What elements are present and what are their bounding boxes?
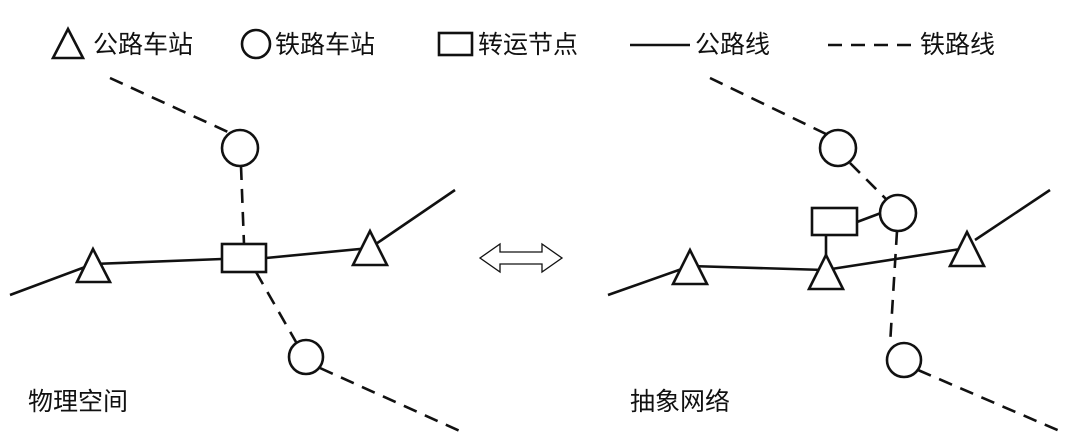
rail-line — [319, 366, 463, 433]
road-station-icon — [947, 229, 987, 268]
rail-station-icon — [220, 128, 260, 168]
road-station-icon — [670, 247, 710, 286]
road-line — [607, 246, 968, 297]
transfer-node-icon — [220, 242, 268, 274]
legend-rail-line-label: 铁路线 — [920, 30, 996, 59]
transfer-node-icon — [810, 206, 859, 237]
rail-line — [239, 165, 246, 245]
rail-line — [917, 368, 1063, 433]
legend-road-line-label: 公路线 — [695, 30, 771, 59]
physical-space-diagram — [9, 76, 463, 433]
legend-triangle-icon — [50, 26, 86, 60]
road-station-icon — [350, 228, 390, 267]
bidirectional-arrow-icon — [478, 242, 564, 274]
rail-station-icon — [878, 193, 918, 233]
legend-rail-station-label: 铁路车站 — [275, 30, 376, 59]
rail-line — [254, 271, 298, 343]
road-line — [974, 188, 1051, 242]
rail-station-icon — [287, 338, 325, 376]
rail-line — [888, 230, 899, 346]
rail-line — [709, 76, 827, 136]
legend-transfer-node-label: 转运节点 — [478, 30, 579, 59]
road-line — [9, 257, 223, 297]
rail-line — [849, 162, 887, 200]
abstract-network-label: 抽象网络 — [630, 387, 731, 416]
physical-space-label: 物理空间 — [28, 387, 129, 416]
rail-station-icon — [885, 341, 923, 379]
legend-road-station-label: 公路车站 — [93, 30, 194, 59]
rail-station-icon — [818, 128, 858, 168]
road-line — [856, 211, 882, 224]
rail-line — [109, 76, 229, 134]
legend-rect-icon — [437, 31, 474, 57]
road-station-icon — [806, 252, 846, 291]
legend-circle-icon — [240, 28, 272, 60]
abstract-network-diagram — [607, 76, 1063, 433]
road-station-icon — [74, 246, 113, 284]
